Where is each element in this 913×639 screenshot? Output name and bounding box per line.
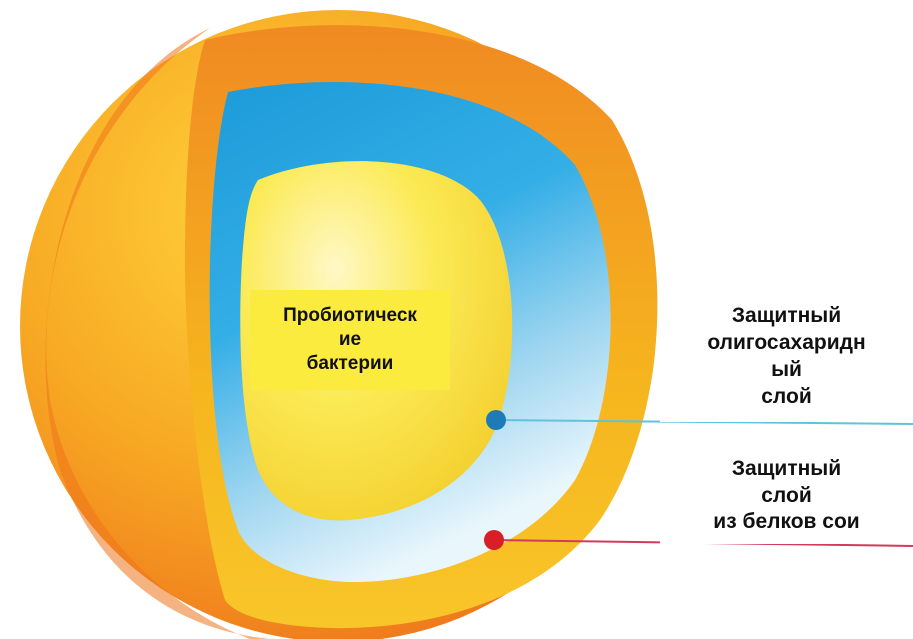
oligo-layer-marker <box>486 410 506 430</box>
label-line: слой <box>761 483 812 507</box>
probiotic-bacteria-label: Пробиотическ ие бактерии <box>250 290 450 390</box>
label-line: ый <box>771 358 802 381</box>
label-line: олигосахаридн <box>707 331 866 355</box>
oligosaccharide-layer-label: Защитный олигосахаридн ый слой <box>660 292 913 422</box>
label-line: Пробиотическ <box>283 304 417 326</box>
label-line: ие <box>338 328 362 350</box>
soy-layer-marker <box>484 530 504 550</box>
oligo-pointer-line <box>495 419 913 425</box>
label-line: бактерии <box>306 353 394 375</box>
soy-protein-layer-label: Защитный слой из белков сои <box>660 448 913 544</box>
label-line: Защитный <box>731 304 842 328</box>
label-line: слой <box>761 384 812 408</box>
label-line: из белков сои <box>713 510 860 534</box>
label-line: Защитный <box>731 456 842 480</box>
